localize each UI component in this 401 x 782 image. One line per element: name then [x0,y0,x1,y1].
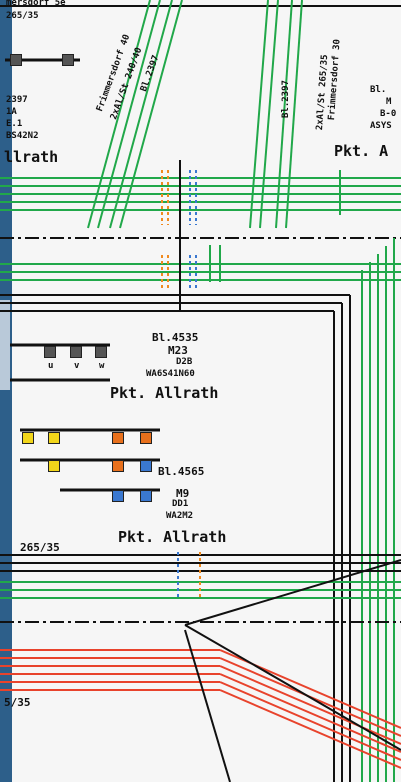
top-right-m: M [386,97,392,107]
left-block-pkt: llrath [4,148,59,166]
green-bus-top [0,170,401,215]
left-code-mid: 265/35 [20,541,60,554]
left-photo-edge-highlight [0,300,10,390]
mid-d-label: D2B [176,357,193,367]
phase-label-v: v [74,361,80,371]
mid-m-label: M23 [168,344,188,357]
left-block-a: 1A [6,107,17,117]
left-code-bottom: 5/35 [4,696,31,709]
top-line-b-bl: Bl.2397 [281,80,291,118]
top-right-asys: ASYS [370,121,392,131]
unit-box-blue [140,490,152,502]
green-diagonal-lines [87,0,303,229]
low-m-label: M9 [176,487,190,500]
top-right-bl: Bl. [370,85,387,95]
unit-box-blue [112,490,124,502]
red-lines [0,649,401,769]
top-right-pkt: Pkt. A [334,142,389,160]
top-right-b: B-0 [380,109,397,119]
black-diagonals-bottom [184,559,401,782]
mid-bl-label: Bl.4535 [152,331,199,344]
left-block-b: E.1 [6,119,23,129]
phase-markers [161,170,201,600]
black-frame-lines [0,160,351,782]
low-wa-label: WA2M2 [166,511,194,521]
unit-box-gray [70,346,82,358]
low-bl-label: Bl.4565 [158,465,205,478]
green-bus-second [0,245,401,282]
unit-box-gray [44,346,56,358]
left-photo-edge [0,0,12,782]
unit-box-gray [10,54,22,66]
mid-wa-label: WA6S41N60 [146,369,195,379]
phase-label-u: u [48,361,54,371]
left-block-num: 2397 [6,95,28,105]
mid-pkt-label: Pkt. Allrath [110,384,219,402]
top-left-partial-label: mersdorf 5e [6,0,66,8]
unit-box-orange [112,460,124,472]
phase-label-w: w [99,361,105,371]
unit-box-blue [140,460,152,472]
left-block-c: BS42N2 [6,131,39,141]
unit-box-yellow [22,432,34,444]
low-d-label: DD1 [172,499,189,509]
unit-box-yellow [48,460,60,472]
busbars [5,58,160,492]
top-left-code-label: 265/35 [6,11,39,21]
unit-box-yellow [48,432,60,444]
unit-box-orange [140,432,152,444]
low-pkt-label: Pkt. Allrath [118,528,227,546]
black-mid-lines [0,554,401,572]
unit-box-gray [62,54,74,66]
green-right-verticals [361,238,395,782]
unit-box-orange [112,432,124,444]
unit-box-gray [95,346,107,358]
